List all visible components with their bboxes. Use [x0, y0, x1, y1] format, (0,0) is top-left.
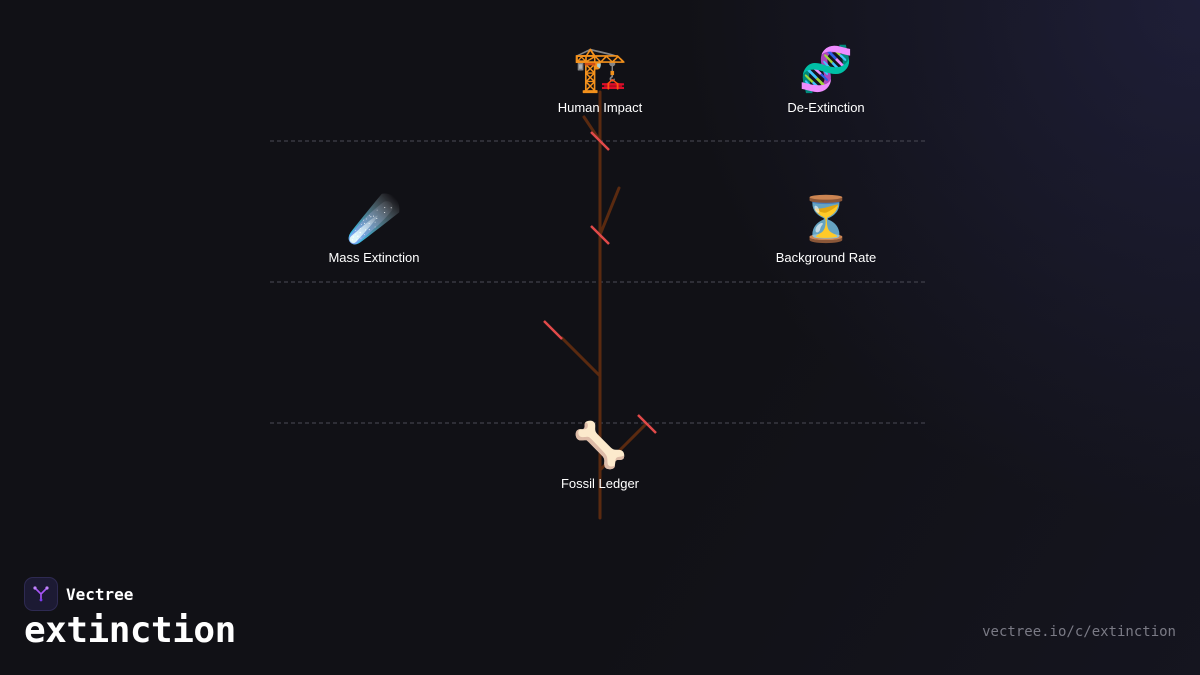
- brand-name: Vectree: [66, 584, 134, 604]
- brand[interactable]: Vectree: [24, 577, 133, 611]
- branch: [598, 422, 648, 472]
- branch-cut-marks: [543, 131, 657, 434]
- vectree-logo-icon: [24, 577, 58, 611]
- node-label: Fossil Ledger: [560, 476, 640, 491]
- node-background-rate[interactable]: ⏳ Background Rate: [736, 194, 916, 265]
- tier-dividers: [270, 140, 925, 424]
- node-de-extinction[interactable]: 🧬 De-Extinction: [736, 44, 916, 115]
- construction-crane-icon: 🏗️: [572, 44, 628, 95]
- node-label: Mass Extinction: [328, 250, 420, 265]
- node-label: Human Impact: [557, 100, 643, 115]
- dna-icon: 🧬: [798, 44, 854, 95]
- branch: [560, 336, 602, 378]
- node-label: De-Extinction: [787, 100, 865, 115]
- hourglass-icon: ⏳: [798, 194, 854, 245]
- cut-mark: [590, 225, 610, 245]
- branch: [598, 186, 621, 237]
- bone-icon: 🦴: [572, 420, 628, 471]
- node-mass-extinction[interactable]: ☄️ Mass Extinction: [284, 194, 464, 265]
- node-human-impact[interactable]: 🏗️ Human Impact: [510, 44, 690, 115]
- comet-icon: ☄️: [346, 194, 402, 245]
- cut-mark: [637, 414, 657, 434]
- node-label: Background Rate: [775, 250, 877, 265]
- page-url[interactable]: vectree.io/c/extinction: [982, 624, 1176, 640]
- tree-branches: [560, 90, 648, 520]
- node-fossil-ledger[interactable]: 🦴 Fossil Ledger: [510, 420, 690, 491]
- cut-mark: [590, 131, 610, 151]
- cut-mark: [543, 320, 563, 340]
- page-title: extinction: [24, 610, 236, 651]
